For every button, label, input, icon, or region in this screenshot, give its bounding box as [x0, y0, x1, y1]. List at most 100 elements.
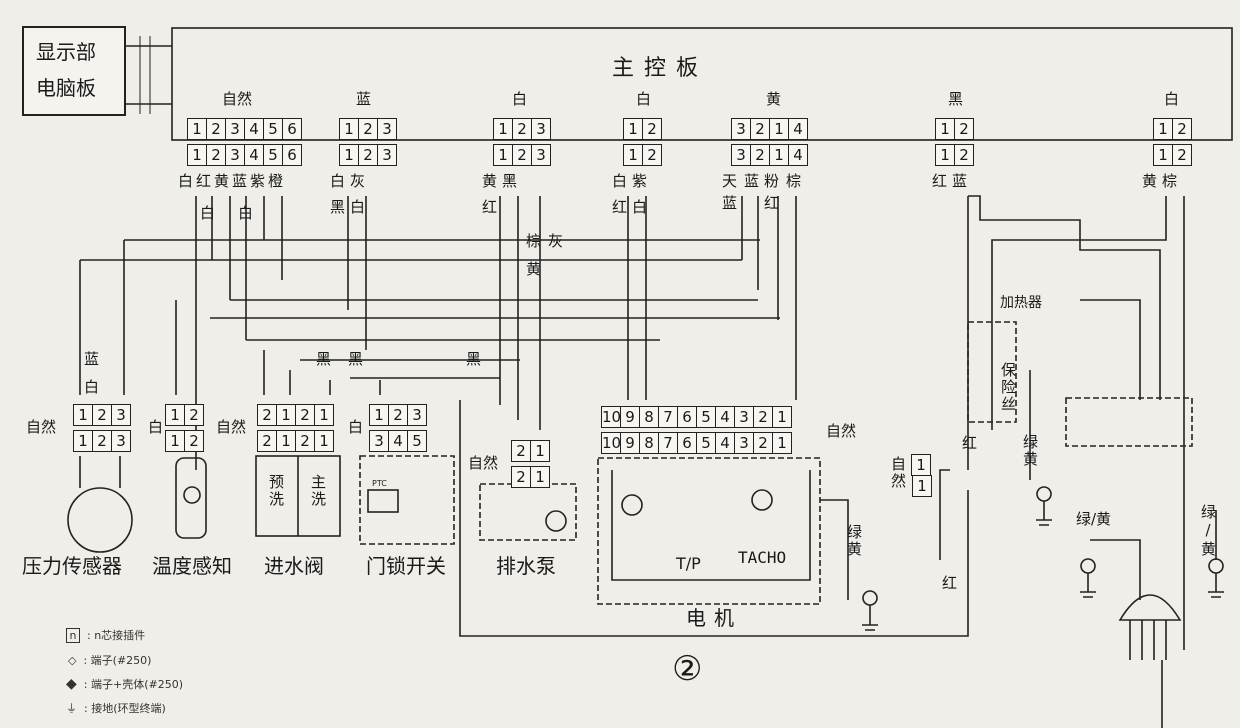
heater-red-label: 红 — [962, 434, 978, 452]
heater-connector-label: 自然 — [889, 456, 907, 490]
wire-label: 棕 — [1162, 172, 1178, 190]
wire-label: 黑 — [348, 350, 364, 368]
wire-label: 白 — [238, 204, 254, 222]
main-board-title: 主控板 — [612, 56, 709, 81]
wire-label: 白 — [632, 198, 648, 216]
wire-label: 黑 — [466, 350, 482, 368]
door-lock-ptc: PTC — [372, 479, 387, 488]
wire-label: 棕 — [786, 172, 802, 190]
temp-sensor-connector-label: 白 — [148, 418, 164, 436]
board-connector-2-color: 蓝 — [356, 90, 372, 108]
wire-label: 黄 — [482, 172, 498, 190]
drain-pump-name: 排水泵 — [496, 554, 556, 578]
temp-sensor-name: 温度感知 — [152, 554, 232, 578]
board-connector-6-color: 黑 — [948, 90, 964, 108]
wire-label: 蓝 — [952, 172, 968, 190]
wire-label: 白 — [612, 172, 628, 190]
inlet-valve-name: 进水阀 — [264, 554, 324, 578]
motor-name: 电机 — [686, 606, 742, 630]
motor-connector-label: 自然 — [826, 422, 857, 440]
motor-tacho-label: TACHO — [738, 548, 787, 567]
wire-label: 黑 — [502, 172, 518, 190]
heater-ground-label: 绿黄 — [1021, 434, 1039, 468]
wire-label: 黄 — [526, 260, 542, 278]
wire-label: 蓝 — [744, 172, 760, 190]
wire-label: 白 — [330, 172, 346, 190]
legend-terminal-housing: ◆ : 端子+壳体(#250) — [66, 676, 183, 692]
inlet-valve-mainwash: 主洗 — [309, 474, 327, 508]
wire-label: 黑 — [316, 350, 332, 368]
terminal-housing-icon: ◆ — [66, 676, 77, 692]
legend-connector-text: n芯接插件 — [94, 629, 146, 642]
wire-label: 红 — [942, 574, 958, 592]
wire-label: 白 — [84, 378, 100, 396]
wire-label: 白 — [350, 198, 366, 216]
legend-terminal-housing-text: 端子+壳体(#250) — [90, 678, 183, 691]
connector-icon: n — [66, 628, 80, 643]
wire-label: 紫 — [632, 172, 648, 190]
wire-label: 粉 — [764, 172, 780, 190]
wire-label: 红 — [482, 198, 498, 216]
wire-label: 蓝 — [232, 172, 248, 190]
wire-label: 红 — [196, 172, 212, 190]
motor-ground-label: 绿黄 — [845, 524, 863, 558]
wire-label: 红 — [612, 198, 628, 216]
motor-tp-label: T/P — [676, 554, 701, 573]
display-board-label-1: 显示部 — [36, 40, 96, 64]
wire-label: 橙 — [268, 172, 284, 190]
inlet-valve-prewash: 预洗 — [267, 474, 285, 508]
wire-label: 蓝 — [84, 350, 100, 368]
door-lock-name: 门锁开关 — [366, 554, 446, 578]
legend-terminal: ◇ : 端子(#250) — [68, 654, 152, 667]
wire-label: 黄 — [214, 172, 230, 190]
inlet-valve-connector-label: 自然 — [216, 418, 247, 436]
wire-label: 灰 — [548, 232, 564, 250]
wire-label: 黄 — [1142, 172, 1158, 190]
door-lock-connector-label: 白 — [348, 418, 364, 436]
wire-label: 天 — [722, 172, 738, 190]
drain-pump-connector-label: 自然 — [468, 454, 499, 472]
wire-label: 蓝 — [722, 194, 738, 212]
legend-terminal-text: 端子(#250) — [90, 654, 152, 667]
heater-name: 加热器 — [1000, 295, 1042, 311]
display-board-label-2: 电脑板 — [36, 76, 96, 100]
wire-label: 红 — [764, 194, 780, 212]
wire-label: 红 — [932, 172, 948, 190]
terminal-icon: ◇ — [68, 654, 77, 667]
pressure-sensor-connector-label: 自然 — [26, 418, 57, 436]
heater-fuse: 保险丝 — [999, 362, 1017, 413]
board-connector-7-color: 白 — [1164, 90, 1180, 108]
pressure-sensor-name: 压力传感器 — [22, 554, 122, 578]
board-connector-1-color: 自然 — [222, 90, 253, 108]
wire-label: 紫 — [250, 172, 266, 190]
board-connector-5-color: 黄 — [766, 90, 782, 108]
power-ground-2: 绿/黄 — [1199, 504, 1217, 558]
wire-label: 白 — [178, 172, 194, 190]
board-connector-4-color: 白 — [636, 90, 652, 108]
legend-connector: n : n芯接插件 — [66, 627, 145, 643]
